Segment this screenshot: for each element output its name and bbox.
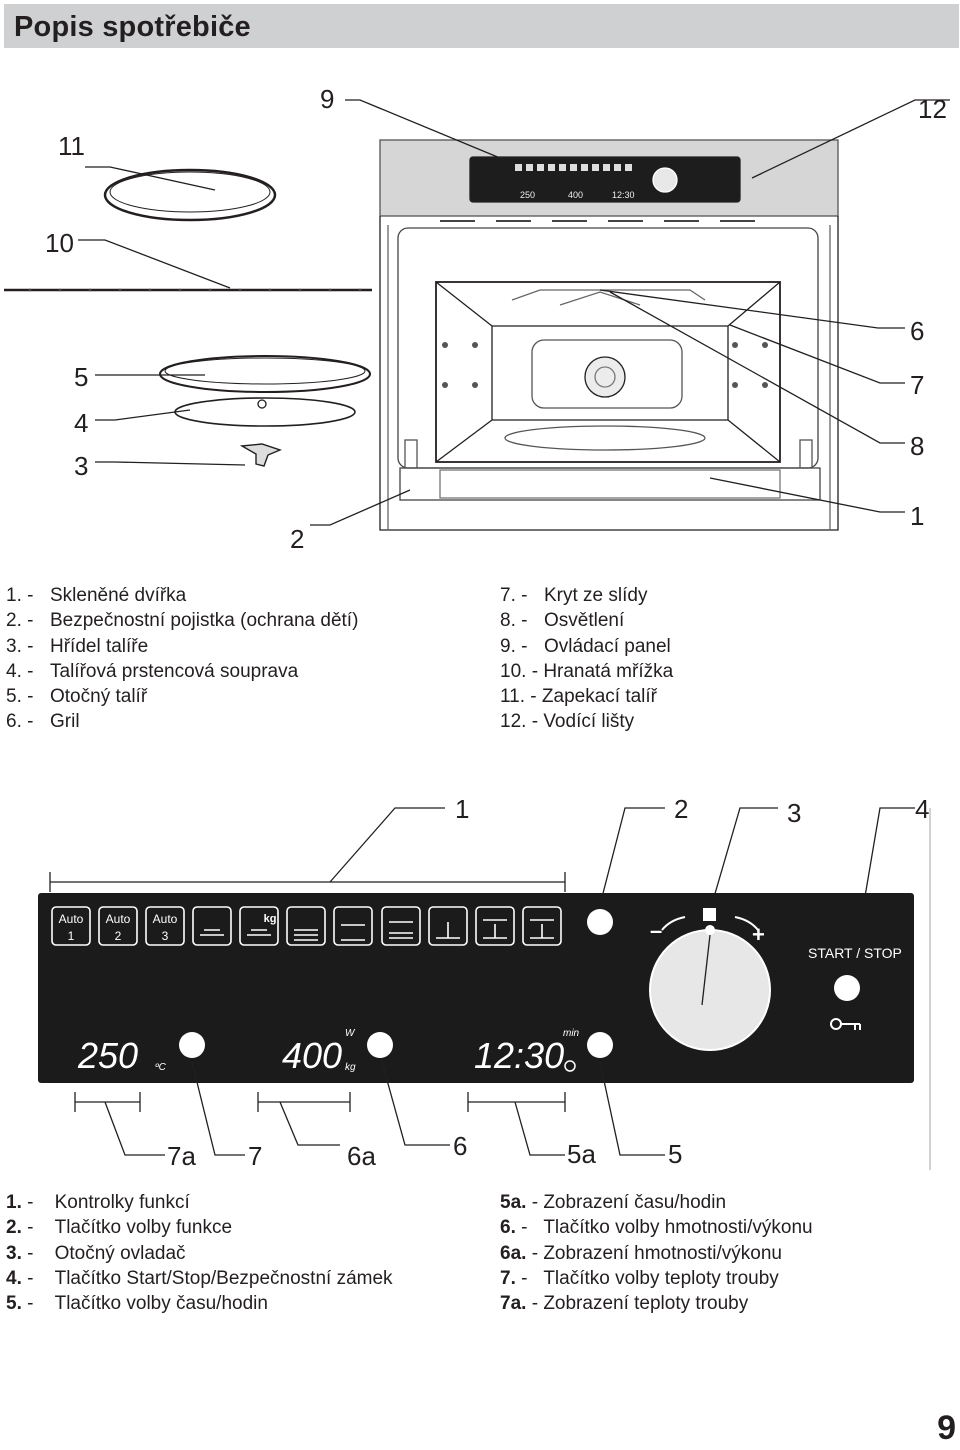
minus-icon: –	[650, 918, 662, 943]
callout-2: 2	[290, 524, 304, 554]
svg-text:min: min	[563, 1028, 580, 1039]
list-item: 7a. - Zobrazení teploty trouby	[500, 1293, 749, 1315]
callout-4: 4	[915, 794, 929, 824]
baking-plate	[103, 168, 277, 222]
rotary-knob[interactable]	[649, 929, 771, 1051]
oven-diagram: 250 400 12:30	[4, 84, 950, 554]
callout-5a: 5a	[567, 1139, 596, 1169]
start-stop-label: START / STOP	[808, 945, 902, 961]
controls-list-left: 1. - Kontrolky funkcí 2. - Tlačítko volb…	[6, 1190, 393, 1316]
callout-6a: 6a	[347, 1141, 376, 1171]
svg-text:1: 1	[68, 929, 75, 943]
svg-text:kg: kg	[264, 913, 277, 925]
auto-2-label: Auto	[106, 912, 131, 926]
list-item: 2. - Tlačítko volby funkce	[6, 1217, 233, 1239]
callout-12: 12	[918, 94, 947, 124]
list-item: 10. - Hranatá mřížka	[500, 660, 674, 682]
callout-8: 8	[910, 431, 924, 461]
list-item: 2. -Bezpečnostní pojistka (ochrana dětí)	[6, 610, 359, 632]
temperature-display: 250	[77, 1035, 138, 1076]
parts-list-left: 1. -Skleněné dvířka 2. -Bezpečnostní poj…	[6, 583, 358, 735]
callout-10: 10	[45, 228, 74, 258]
callout-5: 5	[668, 1139, 682, 1169]
callout-11: 11	[58, 131, 85, 161]
svg-text:kg: kg	[345, 1062, 356, 1073]
turntable-shaft	[239, 443, 282, 467]
callout-2: 2	[674, 794, 688, 824]
svg-text:3: 3	[162, 929, 169, 943]
list-item: 6a. - Zobrazení hmotnosti/výkonu	[500, 1242, 782, 1264]
list-item: 7. -Kryt ze slídy	[500, 585, 648, 606]
page-number: 9	[937, 1409, 956, 1447]
oven-control-panel	[379, 139, 839, 217]
list-item: 5a. - Zobrazení času/hodin	[500, 1192, 727, 1213]
auto-3-label: Auto	[153, 912, 178, 926]
list-item: 7. - Tlačítko volby teploty trouby	[500, 1267, 779, 1289]
auto-1-label: Auto	[59, 912, 84, 926]
weight-power-button[interactable]	[367, 1032, 393, 1058]
callout-7: 7	[248, 1141, 262, 1171]
list-item: 5. - Tlačítko volby času/hodin	[6, 1293, 268, 1315]
list-item: 5. -Otočný talíř	[6, 686, 148, 708]
callout-3: 3	[74, 451, 88, 481]
list-item: 6. -Gril	[6, 711, 80, 733]
list-item: 11. - Zapekací talíř	[500, 686, 657, 708]
list-item: 1. - Kontrolky funkcí	[6, 1192, 190, 1213]
oven-knob	[652, 167, 678, 193]
svg-text:ºC: ºC	[155, 1062, 167, 1073]
callout-6: 6	[910, 316, 924, 346]
list-item: 4. -Talířová prstencová souprava	[6, 660, 299, 682]
callout-7: 7	[910, 370, 924, 400]
list-item: 9. -Ovládací panel	[500, 635, 671, 657]
svg-text:400: 400	[568, 190, 583, 200]
weight-display: 400	[282, 1035, 342, 1076]
start-stop-button[interactable]	[834, 975, 860, 1001]
callout-4: 4	[74, 408, 88, 438]
parts-list-right: 7. -Kryt ze slídy 8. -Osvětlení 9. -Ovlá…	[500, 583, 673, 735]
section-title: Popis spotřebiče	[14, 11, 251, 43]
control-panel-diagram: Auto 1 Auto 2 Auto 3 kg – + START / STOP…	[38, 794, 931, 1171]
controls-list-right: 5a. - Zobrazení času/hodin 6. - Tlačítko…	[500, 1190, 813, 1316]
clock-icon	[564, 1060, 576, 1072]
time-button[interactable]	[587, 1032, 613, 1058]
time-display: 12:30	[474, 1035, 564, 1076]
plus-icon: +	[752, 922, 765, 947]
callout-7a: 7a	[167, 1141, 196, 1171]
svg-text:250: 250	[520, 190, 535, 200]
list-item: 6. - Tlačítko volby hmotnosti/výkonu	[500, 1217, 813, 1239]
list-item: 8. -Osvětlení	[500, 610, 625, 632]
list-item: 1. -Skleněné dvířka	[6, 585, 187, 606]
temperature-button[interactable]	[179, 1032, 205, 1058]
function-select-button[interactable]	[587, 909, 613, 935]
callout-9: 9	[320, 84, 334, 114]
callout-1: 1	[910, 501, 924, 531]
list-item: 3. - Otočný ovladač	[6, 1242, 186, 1264]
callout-6: 6	[453, 1131, 467, 1161]
list-item: 3. -Hřídel talíře	[6, 635, 149, 657]
list-item: 4. - Tlačítko Start/Stop/Bezpečnostní zá…	[6, 1267, 393, 1289]
turntable	[159, 355, 371, 393]
callout-1: 1	[455, 794, 469, 824]
callout-3: 3	[787, 798, 801, 828]
list-item: 12. - Vodící lišty	[500, 711, 635, 733]
svg-text:W: W	[345, 1028, 356, 1039]
svg-text:2: 2	[115, 929, 122, 943]
svg-text:12:30: 12:30	[612, 190, 635, 200]
section-header: Popis spotřebiče	[4, 4, 959, 48]
lock-icon	[830, 1018, 861, 1030]
callout-5: 5	[74, 362, 88, 392]
